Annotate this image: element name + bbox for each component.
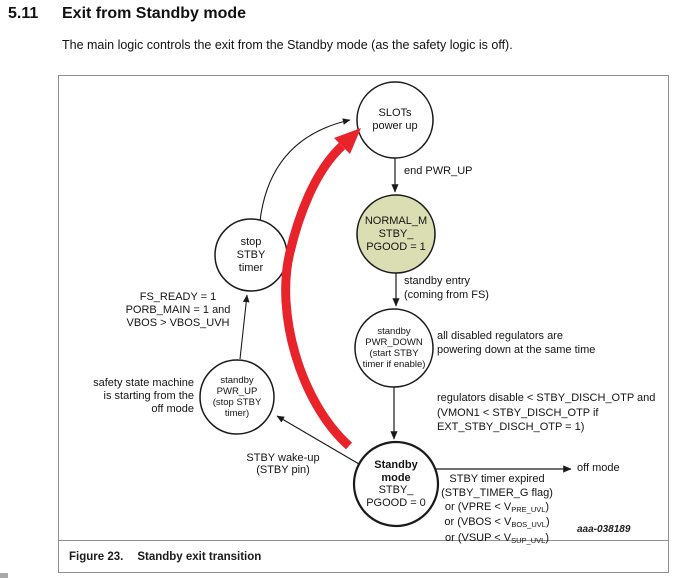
- section-title: Exit from Standby mode: [62, 5, 247, 22]
- figure-caption-title: Standby exit transition: [137, 550, 262, 563]
- section-heading: 5.11 Exit from Standby mode: [8, 5, 246, 23]
- state-slots-label: SLOTs power up: [372, 107, 418, 132]
- page-edge-artifact: [0, 573, 8, 578]
- label-safety-state-machine: safety state machine is starting from th…: [93, 377, 194, 415]
- label-off-mode: off mode: [577, 462, 620, 474]
- label-all-disabled: all disabled regulators are powering dow…: [437, 330, 596, 356]
- state-normal-label: NORMAL_M STBY_ PGOOD = 1: [364, 214, 428, 253]
- figure-caption: Figure 23. Standby exit transition: [59, 540, 668, 572]
- intro-text: The main logic controls the exit from th…: [62, 38, 513, 52]
- label-standby-entry: standby entry (coming from FS): [404, 275, 489, 301]
- label-fs-ready: FS_READY = 1 PORB_MAIN = 1 and VBOS > VB…: [125, 291, 231, 329]
- figure-caption-label: Figure 23.: [69, 550, 124, 563]
- cond-vpre: or (VPRE < VPRE_UVL): [444, 500, 550, 514]
- cond-vsup: or (VSUP < VSUP_UVL): [445, 532, 549, 546]
- state-pwrup-label: standby PWR_UP (stop STBY timer): [212, 375, 262, 419]
- state-pwrdown-label: standby PWR_DOWN (start STBY timer if en…: [362, 326, 426, 370]
- cond-vbos: or (VBOS < VBOS_UVL): [444, 516, 550, 530]
- label-end-pwr-up: end PWR_UP: [404, 165, 473, 177]
- state-standbymode-label: Standby mode STBY_ PGOOD = 0: [366, 459, 426, 509]
- label-stby-wakeup: STBY wake-up (STBY pin): [246, 452, 320, 476]
- watermark-code: aaa-038189: [577, 524, 631, 535]
- section-number: 5.11: [8, 5, 39, 22]
- state-stoptimer-label: stop STBY timer: [236, 235, 266, 274]
- label-regulators-disable: regulators disable < STBY_DISCH_OTP and …: [437, 392, 656, 433]
- label-stby-timer-expired: STBY timer expired (STBY_TIMER_G flag) o…: [427, 473, 567, 548]
